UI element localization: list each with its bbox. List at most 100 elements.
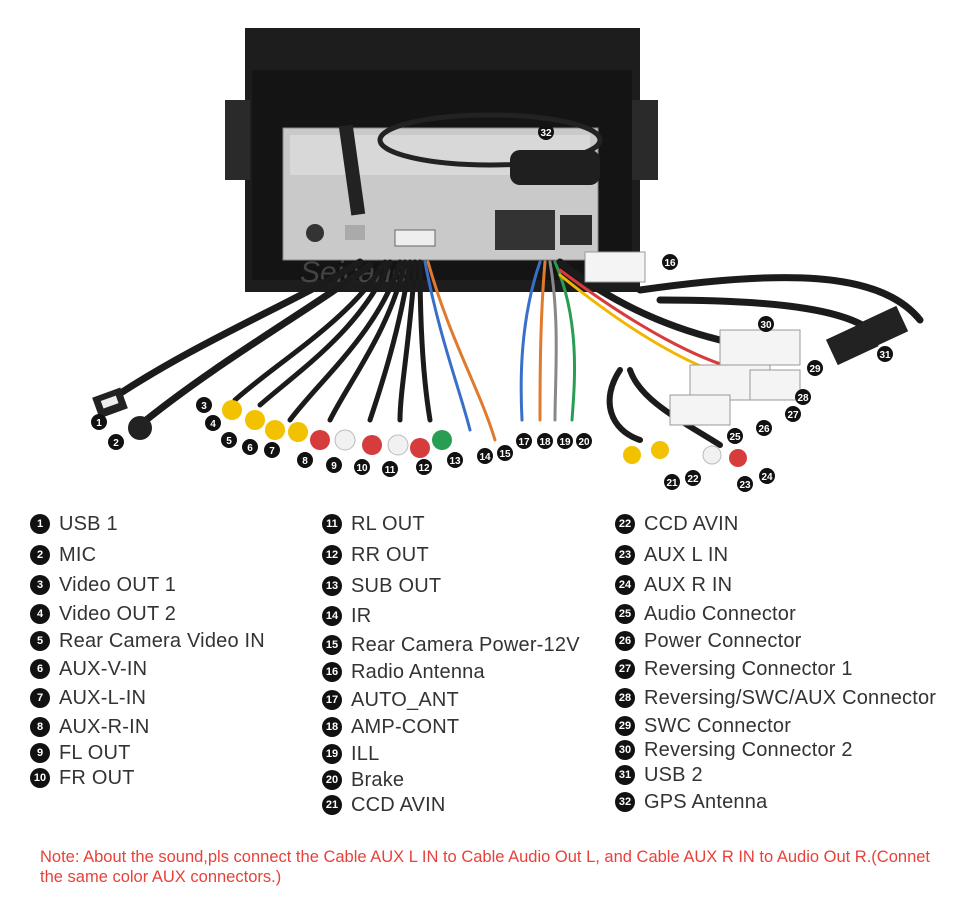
svg-text:7: 7 bbox=[269, 446, 275, 457]
legend-label: FL OUT bbox=[59, 741, 131, 764]
legend-item-13: 13 SUB OUT bbox=[322, 574, 441, 598]
legend-number: 14 bbox=[322, 606, 342, 626]
legend-label: SWC Connector bbox=[644, 714, 792, 737]
legend-number: 29 bbox=[615, 716, 635, 736]
legend-number: 25 bbox=[615, 604, 635, 624]
legend-number: 11 bbox=[322, 514, 342, 534]
callout-9: 9 bbox=[326, 457, 342, 473]
legend-label: RR OUT bbox=[351, 543, 429, 566]
legend-label: AUTO_ANT bbox=[351, 688, 459, 711]
svg-text:25: 25 bbox=[729, 432, 741, 443]
legend-item-28: 28 Reversing/SWC/AUX Connector bbox=[615, 686, 936, 710]
svg-text:16: 16 bbox=[664, 258, 676, 269]
legend-label: AUX-L-IN bbox=[59, 686, 147, 709]
legend-label: Audio Connector bbox=[644, 602, 796, 625]
sound-connection-note: Note: About the sound,pls connect the Ca… bbox=[40, 848, 931, 886]
callout-29: 29 bbox=[807, 360, 823, 376]
svg-text:9: 9 bbox=[331, 461, 337, 472]
svg-text:30: 30 bbox=[760, 320, 772, 331]
legend-label: GPS Antenna bbox=[644, 790, 768, 813]
callout-24: 24 bbox=[759, 468, 775, 484]
legend-label: USB 1 bbox=[59, 512, 118, 535]
svg-text:2: 2 bbox=[113, 438, 119, 449]
wire-harness bbox=[106, 258, 924, 448]
callout-4: 4 bbox=[205, 415, 221, 431]
legend-label: Reversing Connector 1 bbox=[644, 657, 853, 680]
legend-number: 30 bbox=[615, 740, 635, 760]
legend-number: 16 bbox=[322, 662, 342, 682]
legend-label: Rear Camera Power-12V bbox=[351, 633, 580, 656]
svg-text:18: 18 bbox=[539, 437, 551, 448]
legend-label: FR OUT bbox=[59, 766, 135, 789]
legend-item-30: 30 Reversing Connector 2 bbox=[615, 738, 853, 762]
legend-number: 27 bbox=[615, 659, 635, 679]
legend-item-29: 29 SWC Connector bbox=[615, 714, 791, 738]
svg-text:1: 1 bbox=[96, 418, 102, 429]
connectors bbox=[92, 251, 909, 467]
legend-number: 9 bbox=[30, 743, 50, 763]
svg-text:6: 6 bbox=[247, 443, 253, 454]
svg-text:24: 24 bbox=[761, 472, 773, 483]
legend-number: 19 bbox=[322, 744, 342, 764]
callout-25: 25 bbox=[727, 428, 743, 444]
callout-8: 8 bbox=[297, 452, 313, 468]
callout-2: 2 bbox=[108, 434, 124, 450]
callout-13: 13 bbox=[447, 452, 463, 468]
callout-21: 21 bbox=[664, 474, 680, 490]
callout-markers: 1 2 3 4 5 6 7 8 9 10 11 12 13 14 15 16 1… bbox=[91, 124, 893, 492]
callout-15: 15 bbox=[497, 445, 513, 461]
callout-28: 28 bbox=[795, 389, 811, 405]
legend-number: 20 bbox=[322, 770, 342, 790]
svg-text:15: 15 bbox=[499, 449, 511, 460]
legend-label: Brake bbox=[351, 768, 405, 791]
callout-16: 16 bbox=[662, 254, 678, 270]
callout-11: 11 bbox=[382, 461, 398, 477]
legend-label: USB 2 bbox=[644, 763, 703, 786]
legend-label: MIC bbox=[59, 543, 97, 566]
legend-number: 5 bbox=[30, 631, 50, 651]
legend-label: Video OUT 2 bbox=[59, 602, 177, 625]
legend-number: 10 bbox=[30, 768, 50, 788]
callout-1: 1 bbox=[91, 414, 107, 430]
callout-22: 22 bbox=[685, 470, 701, 486]
legend-number: 23 bbox=[615, 545, 635, 565]
svg-text:3: 3 bbox=[201, 401, 207, 412]
callout-7: 7 bbox=[264, 442, 280, 458]
legend-number: 26 bbox=[615, 631, 635, 651]
svg-text:19: 19 bbox=[559, 437, 571, 448]
legend-item-10: 10 FR OUT bbox=[30, 766, 135, 790]
callout-6: 6 bbox=[242, 439, 258, 455]
legend-number: 13 bbox=[322, 576, 342, 596]
callout-23: 23 bbox=[737, 476, 753, 492]
legend-label: SUB OUT bbox=[351, 574, 442, 597]
svg-text:32: 32 bbox=[540, 128, 552, 139]
callout-12: 12 bbox=[416, 459, 432, 475]
svg-text:11: 11 bbox=[385, 465, 396, 476]
legend-number: 28 bbox=[615, 688, 635, 708]
legend-label: Reversing/SWC/AUX Connector bbox=[644, 686, 937, 709]
legend-label: Reversing Connector 2 bbox=[644, 738, 853, 761]
svg-text:5: 5 bbox=[226, 436, 232, 447]
legend-number: 7 bbox=[30, 688, 50, 708]
legend-number: 21 bbox=[322, 795, 342, 815]
callout-31: 31 bbox=[877, 346, 893, 362]
legend-number: 3 bbox=[30, 575, 50, 595]
legend-number: 24 bbox=[615, 575, 635, 595]
